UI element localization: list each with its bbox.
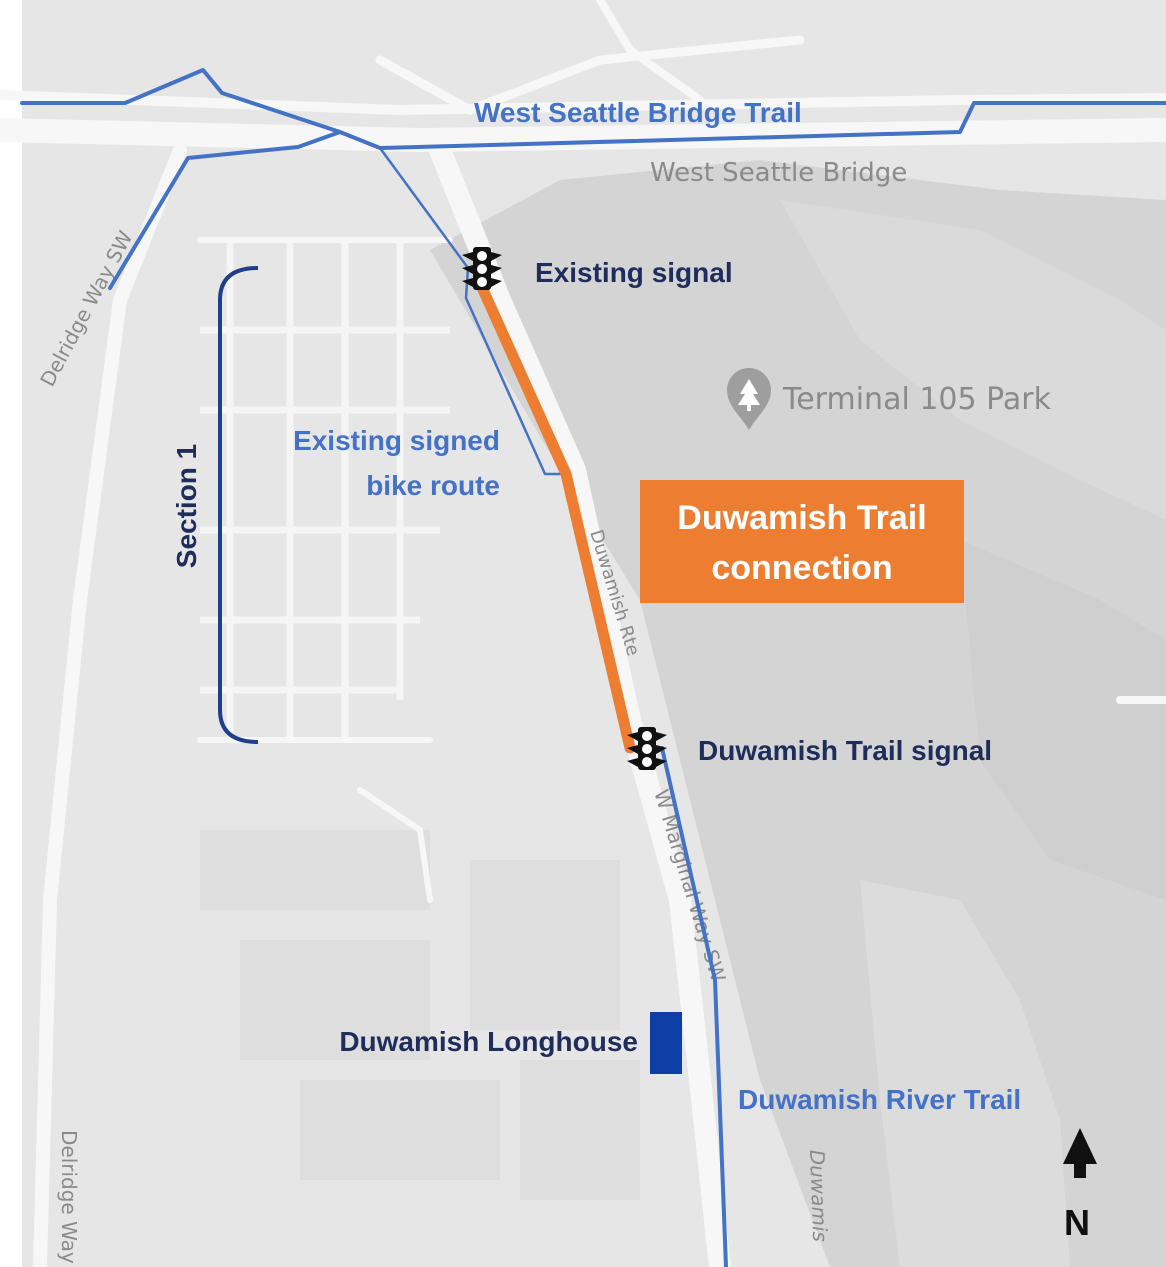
connection-label-line1: Duwamish Trail <box>677 499 926 537</box>
west-seattle-bridge-trail-label: West Seattle Bridge Trail <box>474 97 802 128</box>
bike-route-label-line2: bike route <box>366 470 500 501</box>
duwamish-river-trail-label: Duwamish River Trail <box>738 1084 1021 1115</box>
road-label-duwamish-waterway: Duwamis <box>805 1149 832 1242</box>
tree-pin-icon <box>727 368 771 430</box>
existing-signal-label: Existing signal <box>535 257 733 288</box>
road-label-west-seattle-bridge: West Seattle Bridge <box>650 158 907 188</box>
terminal-park-label: Terminal 105 Park <box>782 382 1052 417</box>
duwamish-longhouse-label: Duwamish Longhouse <box>339 1026 638 1057</box>
connection-callout: Duwamish Trail connection <box>640 480 964 603</box>
road-label-delridge-way-bottom: Delridge Way <box>57 1130 81 1264</box>
connection-callout-box <box>640 480 964 603</box>
existing-signed-bike-route <box>378 146 568 476</box>
arrow-up-icon <box>1063 1128 1097 1178</box>
north-label: N <box>1064 1202 1090 1243</box>
traffic-light-icon <box>627 727 667 770</box>
waterway <box>860 880 1070 1267</box>
building-marker <box>650 1012 682 1074</box>
map-margin <box>0 0 22 1267</box>
section-bracket <box>218 266 259 744</box>
duwamish-trail-connection <box>474 277 636 754</box>
bike-route-label-line1: Existing signed <box>293 425 500 456</box>
building-footprints <box>200 830 640 1200</box>
residential-grid <box>200 240 450 740</box>
traffic-light-icon <box>462 247 502 290</box>
trail-lines <box>20 68 1166 1267</box>
delridge-connector-trail <box>108 130 342 290</box>
duwamish-trail-signal-label: Duwamish Trail signal <box>698 735 992 766</box>
section-label: Section 1 <box>171 444 202 568</box>
connection-label-line2: connection <box>711 549 892 587</box>
duwamish-river-trail <box>660 746 728 1267</box>
